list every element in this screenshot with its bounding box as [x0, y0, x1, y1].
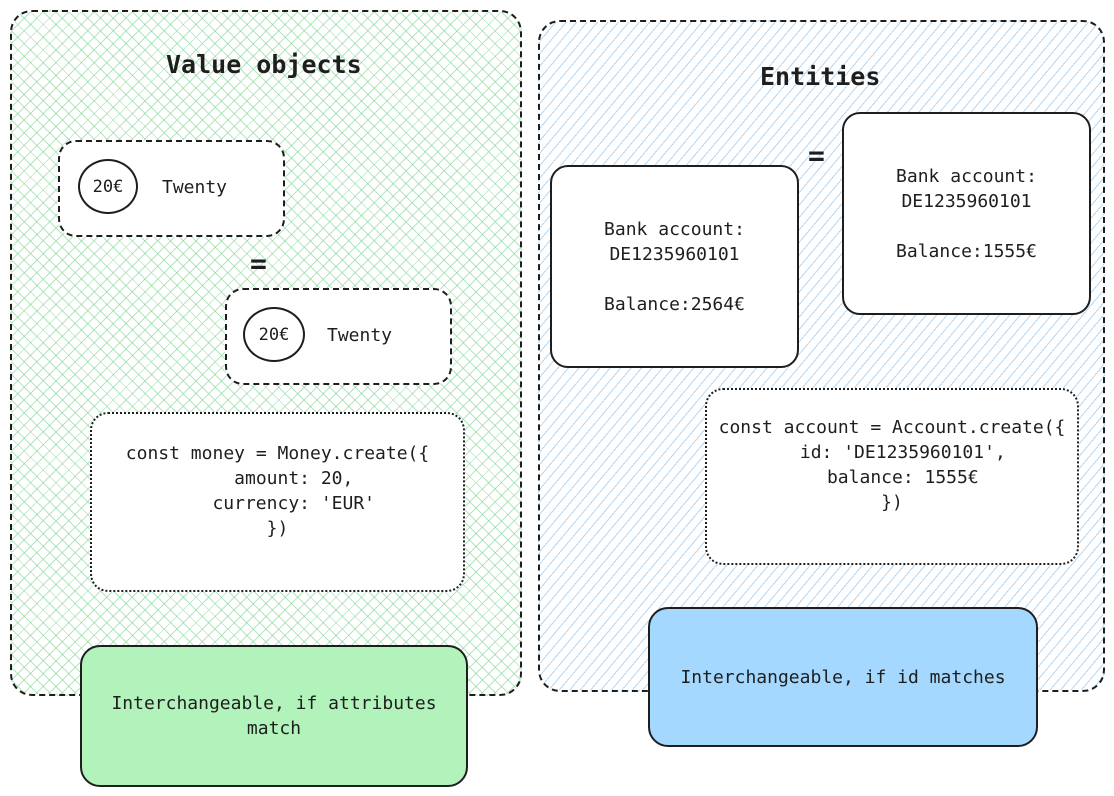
bank-account-iban: DE1235960101	[901, 191, 1032, 212]
money-code-card: const money = Money.create({ amount: 20,…	[90, 412, 465, 592]
bank-account-card-left: Bank account: DE1235960101 Balance:2564€	[550, 165, 799, 368]
entities-title: Entities	[760, 62, 881, 91]
value-objects-title: Value objects	[166, 50, 362, 79]
coin-icon: 20€	[243, 307, 305, 362]
money-code-snippet: const money = Money.create({ amount: 20,…	[125, 443, 430, 539]
money-card-top: 20€ Twenty	[58, 140, 285, 237]
value-objects-note-text: Interchangeable, if attributes match	[111, 693, 437, 739]
money-card-bottom: 20€ Twenty	[225, 288, 452, 385]
bank-account-card-right: Bank account: DE1235960101 Balance:1555€	[842, 112, 1091, 315]
bank-account-balance: Balance:1555€	[896, 241, 1037, 262]
bank-account-label: Bank account:	[604, 218, 745, 240]
account-code-card: const account = Account.create({ id: 'DE…	[705, 388, 1079, 565]
bank-account-label: Bank account:	[896, 166, 1037, 187]
bank-account-balance: Balance:2564€	[604, 293, 745, 315]
equals-sign: =	[808, 139, 825, 172]
account-code-snippet: const account = Account.create({ id: 'DE…	[718, 417, 1066, 513]
value-objects-note: Interchangeable, if attributes match	[80, 645, 468, 787]
entities-note-text: Interchangeable, if id matches	[680, 666, 1006, 688]
bank-account-iban: DE1235960101	[609, 243, 740, 265]
coin-label: 20€	[258, 324, 290, 345]
coin-label: 20€	[92, 176, 124, 197]
money-card-label: Twenty	[162, 177, 228, 198]
equals-sign: =	[250, 247, 267, 280]
money-card-label: Twenty	[327, 325, 393, 346]
coin-icon: 20€	[78, 159, 138, 214]
entities-note: Interchangeable, if id matches	[648, 607, 1038, 747]
